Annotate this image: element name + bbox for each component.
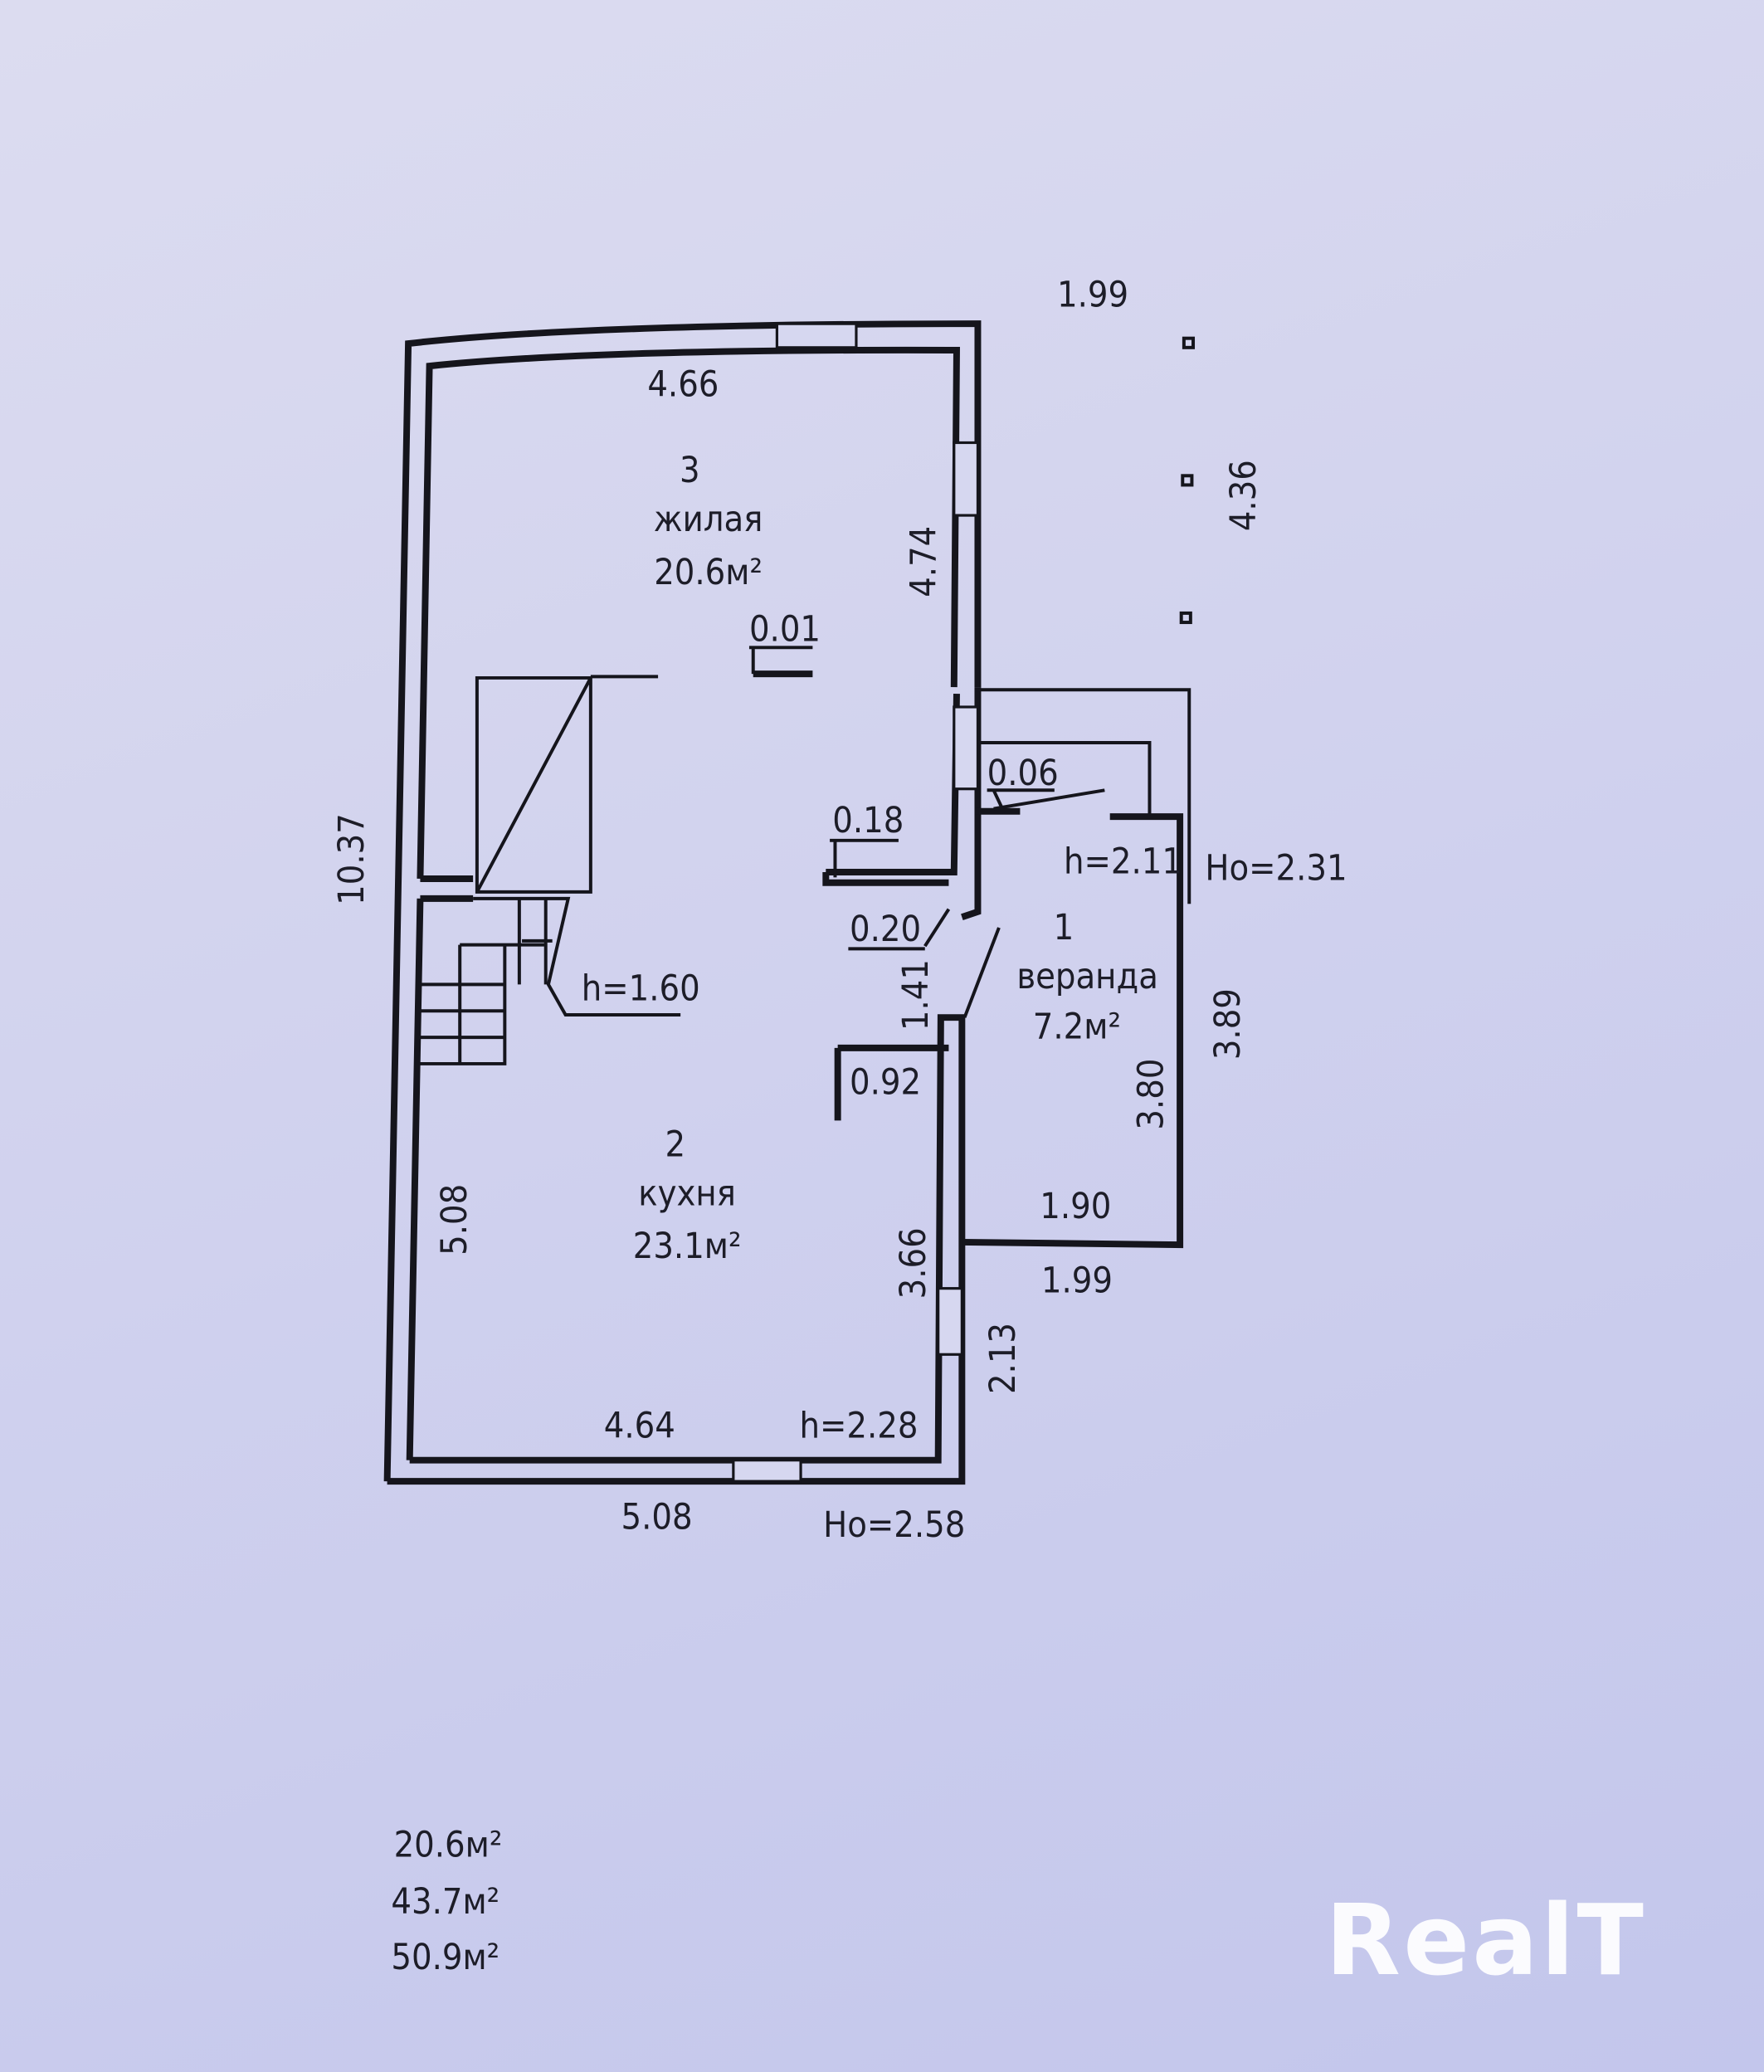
room-name: жилая	[654, 499, 763, 540]
dim-top-outer: 1.99	[1057, 274, 1128, 315]
room-3: 3 жилая 20.6м²	[654, 450, 763, 593]
room-1: 1 веранда 7.2м²	[1016, 907, 1158, 1047]
dim-kitchen-length: 5.08	[434, 1184, 475, 1255]
room-number: 3	[680, 450, 700, 491]
windows	[732, 322, 980, 1483]
total-usable-area: 43.7м²	[391, 1881, 499, 1923]
walls	[383, 320, 1191, 1485]
room-2: 2 кухня 23.1м²	[633, 1124, 742, 1267]
total-living-area: 20.6м²	[394, 1824, 503, 1865]
dim-veranda-length-outer: 3.89	[1207, 988, 1249, 1060]
area-totals: 20.6м² 43.7м² 50.9м²	[391, 1824, 502, 1977]
room-name: веранда	[1016, 956, 1158, 997]
dim-veranda-width-outer: 1.99	[1041, 1260, 1113, 1301]
dim-veranda-outer-height: Ho=2.31	[1205, 848, 1347, 890]
dim-step-006: 0.06	[987, 753, 1059, 794]
dim-room3-width: 4.66	[647, 364, 719, 406]
room-number: 2	[665, 1124, 685, 1165]
room-area: 20.6м²	[654, 552, 763, 593]
dim-total-length: 10.37	[331, 813, 373, 905]
dim-veranda-height: h=2.11	[1064, 841, 1182, 883]
realt-watermark: RealT	[1325, 1884, 1646, 1997]
dim-veranda-length-inner: 3.80	[1130, 1058, 1172, 1129]
dim-wall-092: 0.92	[850, 1062, 921, 1104]
dim-step-020: 0.20	[850, 909, 921, 950]
dim-door-141: 1.41	[895, 959, 937, 1031]
dimension-labels: 1.99 4.36 4.66 4.74 0.01 0.06 0.18 0.20 …	[331, 274, 1347, 1546]
porch-posts	[1179, 336, 1196, 625]
dim-kitchen-right: 3.66	[893, 1227, 934, 1299]
dim-step-018: 0.18	[832, 800, 904, 841]
dim-kitchen-height: h=2.28	[799, 1406, 918, 1447]
dim-porch-side: 4.36	[1223, 460, 1265, 531]
dim-kitchen-width: 4.64	[604, 1406, 675, 1447]
dim-kitchen-right-lower: 2.13	[982, 1323, 1024, 1394]
dim-step-001: 0.01	[749, 608, 821, 650]
dim-stair-height: h=1.60	[582, 968, 700, 1010]
room-area: 7.2м²	[1033, 1007, 1121, 1048]
room-name: кухня	[638, 1173, 736, 1214]
staircase	[420, 675, 681, 1065]
room-area: 23.1м²	[633, 1226, 742, 1267]
room-number: 1	[1054, 907, 1074, 948]
dim-veranda-width-inner: 1.90	[1040, 1186, 1111, 1227]
dim-outer-height: Ho=2.58	[823, 1504, 965, 1546]
dim-outer-width: 5.08	[621, 1496, 692, 1538]
dim-room3-length: 4.74	[903, 526, 944, 597]
total-area: 50.9м²	[391, 1937, 499, 1978]
